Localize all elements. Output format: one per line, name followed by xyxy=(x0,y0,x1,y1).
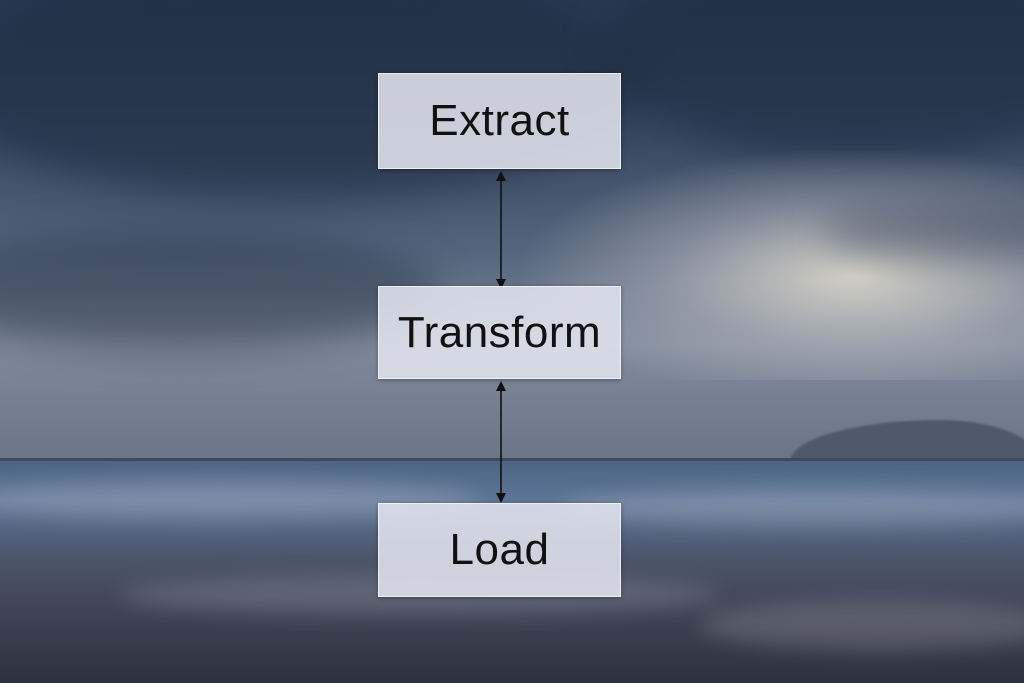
node-load: Load xyxy=(378,503,621,597)
dark-cloud xyxy=(0,230,440,350)
node-label-transform: Transform xyxy=(397,307,602,357)
horizon-line xyxy=(0,458,1024,461)
node-extract: Extract xyxy=(378,73,621,169)
node-label-load: Load xyxy=(449,525,550,574)
sea-streak xyxy=(560,490,1024,526)
dark-cloud xyxy=(820,200,1024,260)
sea-streak xyxy=(700,600,1024,650)
node-transform: Transform xyxy=(378,286,621,379)
node-label-extract: Extract xyxy=(429,96,570,145)
